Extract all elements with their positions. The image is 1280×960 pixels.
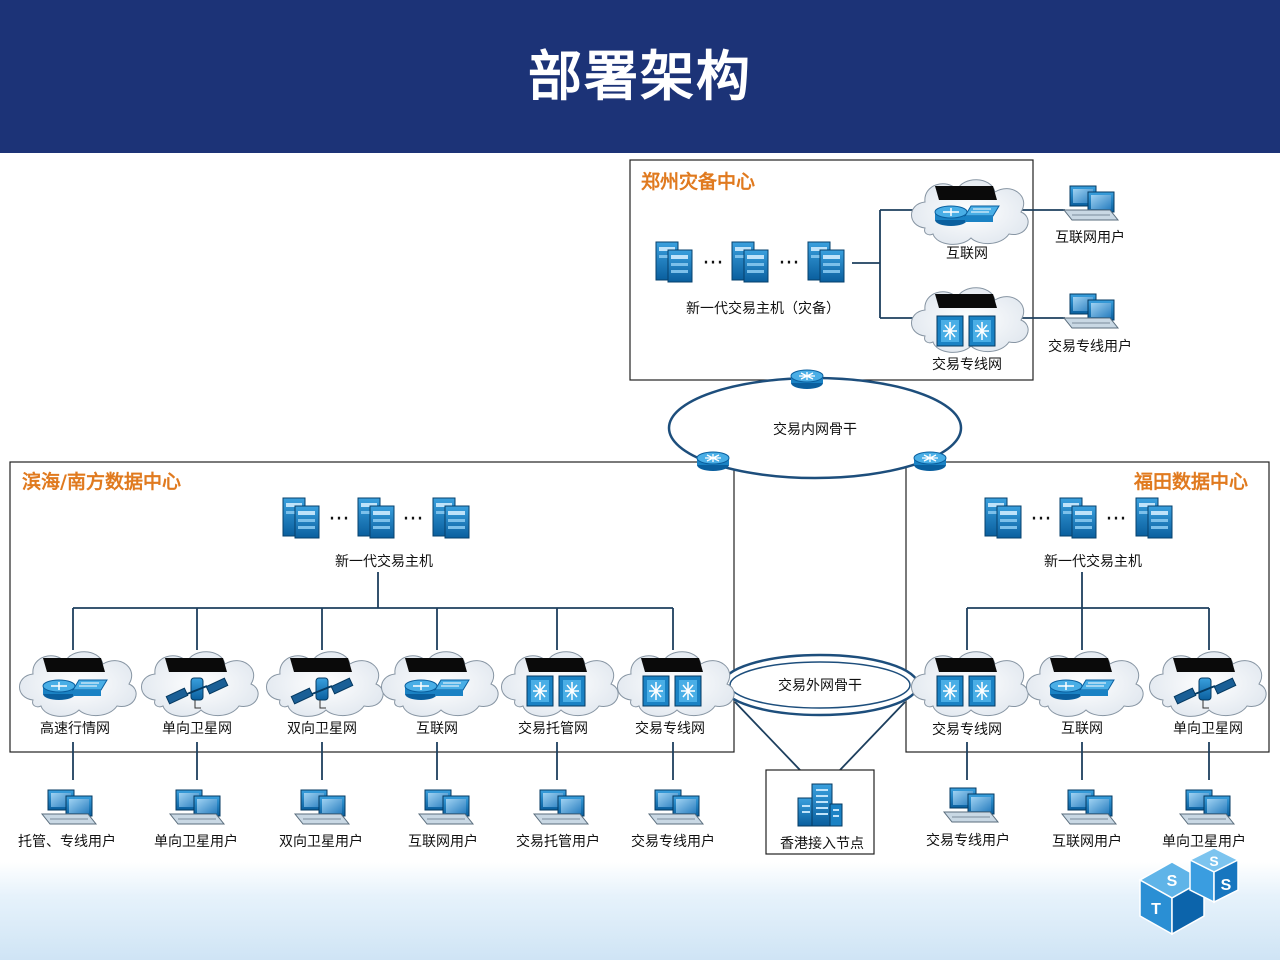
computer-icon xyxy=(1061,789,1117,825)
futian-frame xyxy=(905,461,1270,753)
user-label: 双向卫星用户 xyxy=(279,833,363,850)
hk-node-label: 香港接入节点 xyxy=(780,835,864,852)
server-icon xyxy=(282,497,320,539)
host-label-binhai: 新一代交易主机 xyxy=(335,553,433,570)
computer-icon xyxy=(1063,293,1119,329)
server-icon xyxy=(1059,497,1097,539)
binhai-network-dedicated: 交易专线网 xyxy=(617,651,735,737)
server-icon xyxy=(655,241,693,283)
connection-lines xyxy=(72,209,1210,780)
logo-letter: T xyxy=(1151,901,1161,918)
computer-icon xyxy=(418,789,474,825)
inner-backbone-label: 交易内网骨干 xyxy=(773,421,857,438)
futian-network-internet: 互联网 xyxy=(1026,651,1144,737)
title-banner xyxy=(0,0,1280,153)
computer-icon xyxy=(169,789,225,825)
network-label: 高速行情网 xyxy=(40,720,110,737)
ellipsis-dots: ··· xyxy=(779,251,800,276)
network-label: 交易托管网 xyxy=(518,720,588,737)
computer-icon xyxy=(1063,185,1119,221)
computer-icon xyxy=(1179,789,1235,825)
region-label-binhai: 滨海/南方数据中心 xyxy=(22,470,181,493)
server-icon xyxy=(984,497,1022,539)
computer-icon xyxy=(648,789,704,825)
outer-backbone-inner-ring xyxy=(729,661,911,709)
zhengzhou-network-internet: 互联网 xyxy=(911,179,1029,262)
ellipsis-dots: ··· xyxy=(1031,507,1052,532)
logo-letter: S xyxy=(1209,853,1218,869)
footer-band xyxy=(0,862,1280,960)
binhai-network-market: 高速行情网 xyxy=(19,651,137,737)
network-label: 交易专线网 xyxy=(932,721,1002,738)
user-label: 互联网用户 xyxy=(1055,229,1125,246)
futian-network-oneway-sat: 单向卫星网 xyxy=(1149,651,1267,737)
network-label: 单向卫星网 xyxy=(162,721,232,737)
zhengzhou-network-dedicated: 交易专线网 xyxy=(911,287,1029,373)
logo-letter: S xyxy=(1167,873,1178,890)
zhengzhou-host-group: ··· ··· xyxy=(655,241,845,283)
ssts-logo: S S T S xyxy=(1138,847,1240,936)
user-label: 交易专线用户 xyxy=(1048,338,1132,355)
binhai-network-custody: 交易托管网 xyxy=(501,651,619,737)
binhai-network-oneway-sat: 单向卫星网 xyxy=(141,651,259,737)
host-label-futian: 新一代交易主机 xyxy=(1044,553,1142,570)
network-label: 交易专线网 xyxy=(932,356,1002,373)
server-icon xyxy=(432,497,470,539)
network-label: 互联网 xyxy=(1061,721,1103,737)
user-label: 托管、专线用户 xyxy=(18,833,116,850)
user-label: 交易专线用户 xyxy=(926,832,1010,849)
region-label-futian: 福田数据中心 xyxy=(1133,470,1248,493)
user-label: 交易专线用户 xyxy=(631,833,715,850)
logo-letter: S xyxy=(1221,877,1232,894)
computer-icon xyxy=(943,787,999,823)
page-title: 部署架构 xyxy=(528,45,752,108)
server-icon xyxy=(731,241,769,283)
computer-icon xyxy=(533,789,589,825)
binhai-network-twoway-sat: 双向卫星网 xyxy=(266,651,384,737)
ellipsis-dots: ··· xyxy=(1106,507,1127,532)
ellipsis-dots: ··· xyxy=(703,251,724,276)
server-icon xyxy=(807,241,845,283)
network-label: 互联网 xyxy=(946,246,988,262)
server-icon xyxy=(1135,497,1173,539)
core-router-icon xyxy=(913,451,947,472)
futian-network-dedicated: 交易专线网 xyxy=(911,651,1029,738)
ellipsis-dots: ··· xyxy=(329,507,350,532)
ellipsis-dots: ··· xyxy=(403,507,424,532)
core-router-icon xyxy=(790,369,824,390)
binhai-host-group: ··· ··· xyxy=(282,497,470,539)
futian-host-group: ··· ··· xyxy=(984,497,1173,539)
user-label: 互联网用户 xyxy=(1052,833,1122,850)
region-label-zhengzhou: 郑州灾备中心 xyxy=(641,170,755,193)
user-label: 互联网用户 xyxy=(408,833,478,850)
network-label: 交易专线网 xyxy=(635,720,705,737)
binhai-frame xyxy=(9,461,735,753)
user-label: 单向卫星用户 xyxy=(154,833,238,850)
server-icon xyxy=(357,497,395,539)
user-label: 交易托管用户 xyxy=(516,833,600,850)
network-label: 单向卫星网 xyxy=(1173,721,1243,737)
network-label: 互联网 xyxy=(416,721,458,737)
binhai-network-internet: 互联网 xyxy=(381,651,499,737)
outer-backbone-label: 交易外网骨干 xyxy=(778,677,862,694)
host-label-zhengzhou: 新一代交易主机（灾备） xyxy=(686,300,840,317)
core-router-icon xyxy=(696,451,730,472)
network-label: 双向卫星网 xyxy=(287,721,357,737)
computer-icon xyxy=(294,789,350,825)
computer-icon xyxy=(41,789,97,825)
user-label: 单向卫星用户 xyxy=(1162,833,1246,850)
